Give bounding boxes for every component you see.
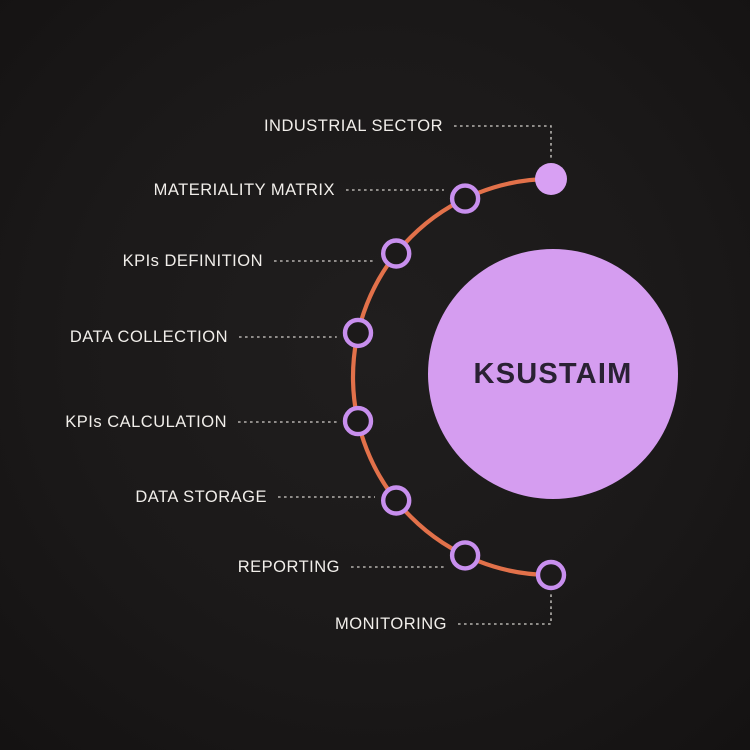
connector-industrial-sector — [454, 125, 552, 159]
step-node-kpis-calculation — [342, 405, 374, 437]
step-node-industrial-sector — [535, 163, 567, 195]
step-node-data-collection — [342, 317, 374, 349]
step-node-data-storage — [381, 485, 412, 516]
step-node-monitoring — [535, 559, 567, 591]
center-label: KSUSTAIM — [473, 357, 633, 390]
step-node-reporting — [449, 540, 481, 571]
center-circle: KSUSTAIM — [428, 249, 678, 499]
step-node-materiality-matrix — [449, 183, 481, 214]
step-node-kpis-definition — [381, 238, 412, 269]
connector-monitoring — [458, 594, 552, 625]
